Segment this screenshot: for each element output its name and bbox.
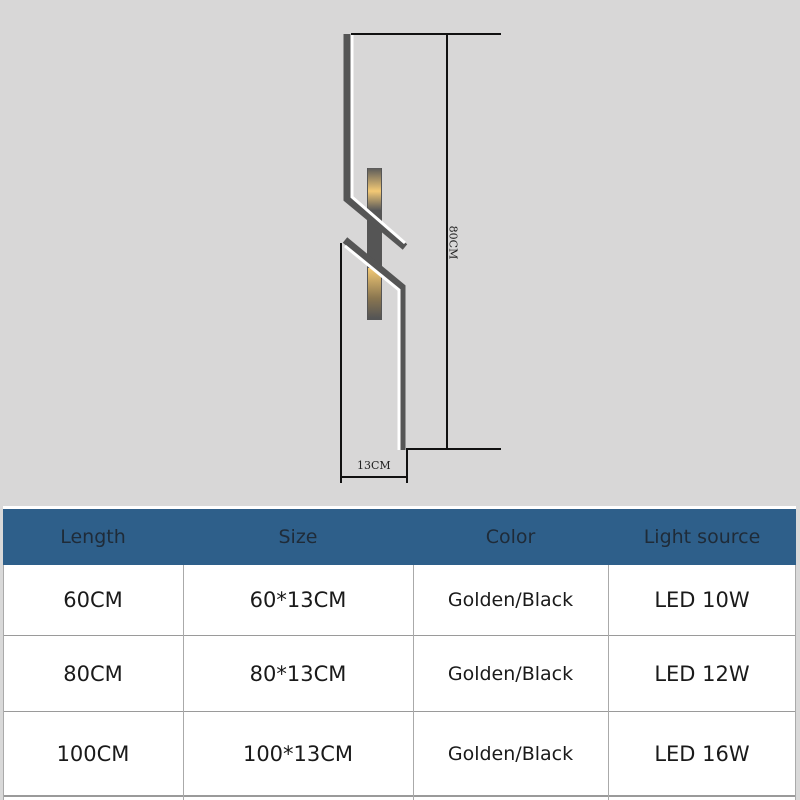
- product-diagram: 80CM 13CM: [340, 33, 501, 483]
- column-divider: [413, 565, 414, 800]
- cell-length: 100CM: [56, 741, 130, 766]
- dim-height-line: [446, 33, 448, 449]
- cell-length: 60CM: [63, 588, 123, 612]
- dim-width-line: [340, 476, 408, 478]
- spec-table: Length Size Color Light source 60CM 60*1…: [3, 506, 796, 800]
- dim-left-tick: [340, 243, 342, 483]
- cell-color: Golden/Black: [447, 589, 574, 611]
- table-left-border: [3, 565, 4, 800]
- column-divider: [608, 565, 609, 800]
- header-length: Length: [60, 526, 126, 548]
- wall-lamp-illustration: [342, 34, 408, 450]
- cell-length: 80CM: [63, 662, 123, 686]
- cell-size: 100*13CM: [242, 741, 354, 766]
- header-light-source: Light source: [643, 526, 761, 548]
- width-dimension-label: 13CM: [357, 459, 391, 472]
- header-color: Color: [485, 526, 536, 548]
- cell-color: Golden/Black: [447, 663, 574, 685]
- height-dimension-label: 80CM: [446, 225, 460, 260]
- cell-color: Golden/Black: [447, 742, 574, 765]
- cell-light-source: LED 16W: [654, 741, 750, 766]
- table-right-border: [795, 565, 796, 800]
- header-size: Size: [278, 526, 318, 548]
- dim-bottom-line: [406, 448, 501, 450]
- table-row: 80CM 80*13CM Golden/Black LED 12W: [3, 635, 796, 712]
- table-row: 100CM 100*13CM Golden/Black LED 16W: [3, 711, 796, 797]
- dim-right-tick: [406, 448, 408, 483]
- column-divider: [183, 565, 184, 800]
- dim-top-line: [351, 33, 501, 35]
- cell-light-source: LED 12W: [654, 662, 750, 686]
- table-header: Length Size Color Light source: [3, 509, 796, 565]
- cell-light-source: LED 10W: [654, 588, 750, 612]
- cell-size: 80*13CM: [249, 662, 347, 686]
- cell-size: 60*13CM: [249, 588, 347, 612]
- table-row: 60CM 60*13CM Golden/Black LED 10W: [3, 565, 796, 635]
